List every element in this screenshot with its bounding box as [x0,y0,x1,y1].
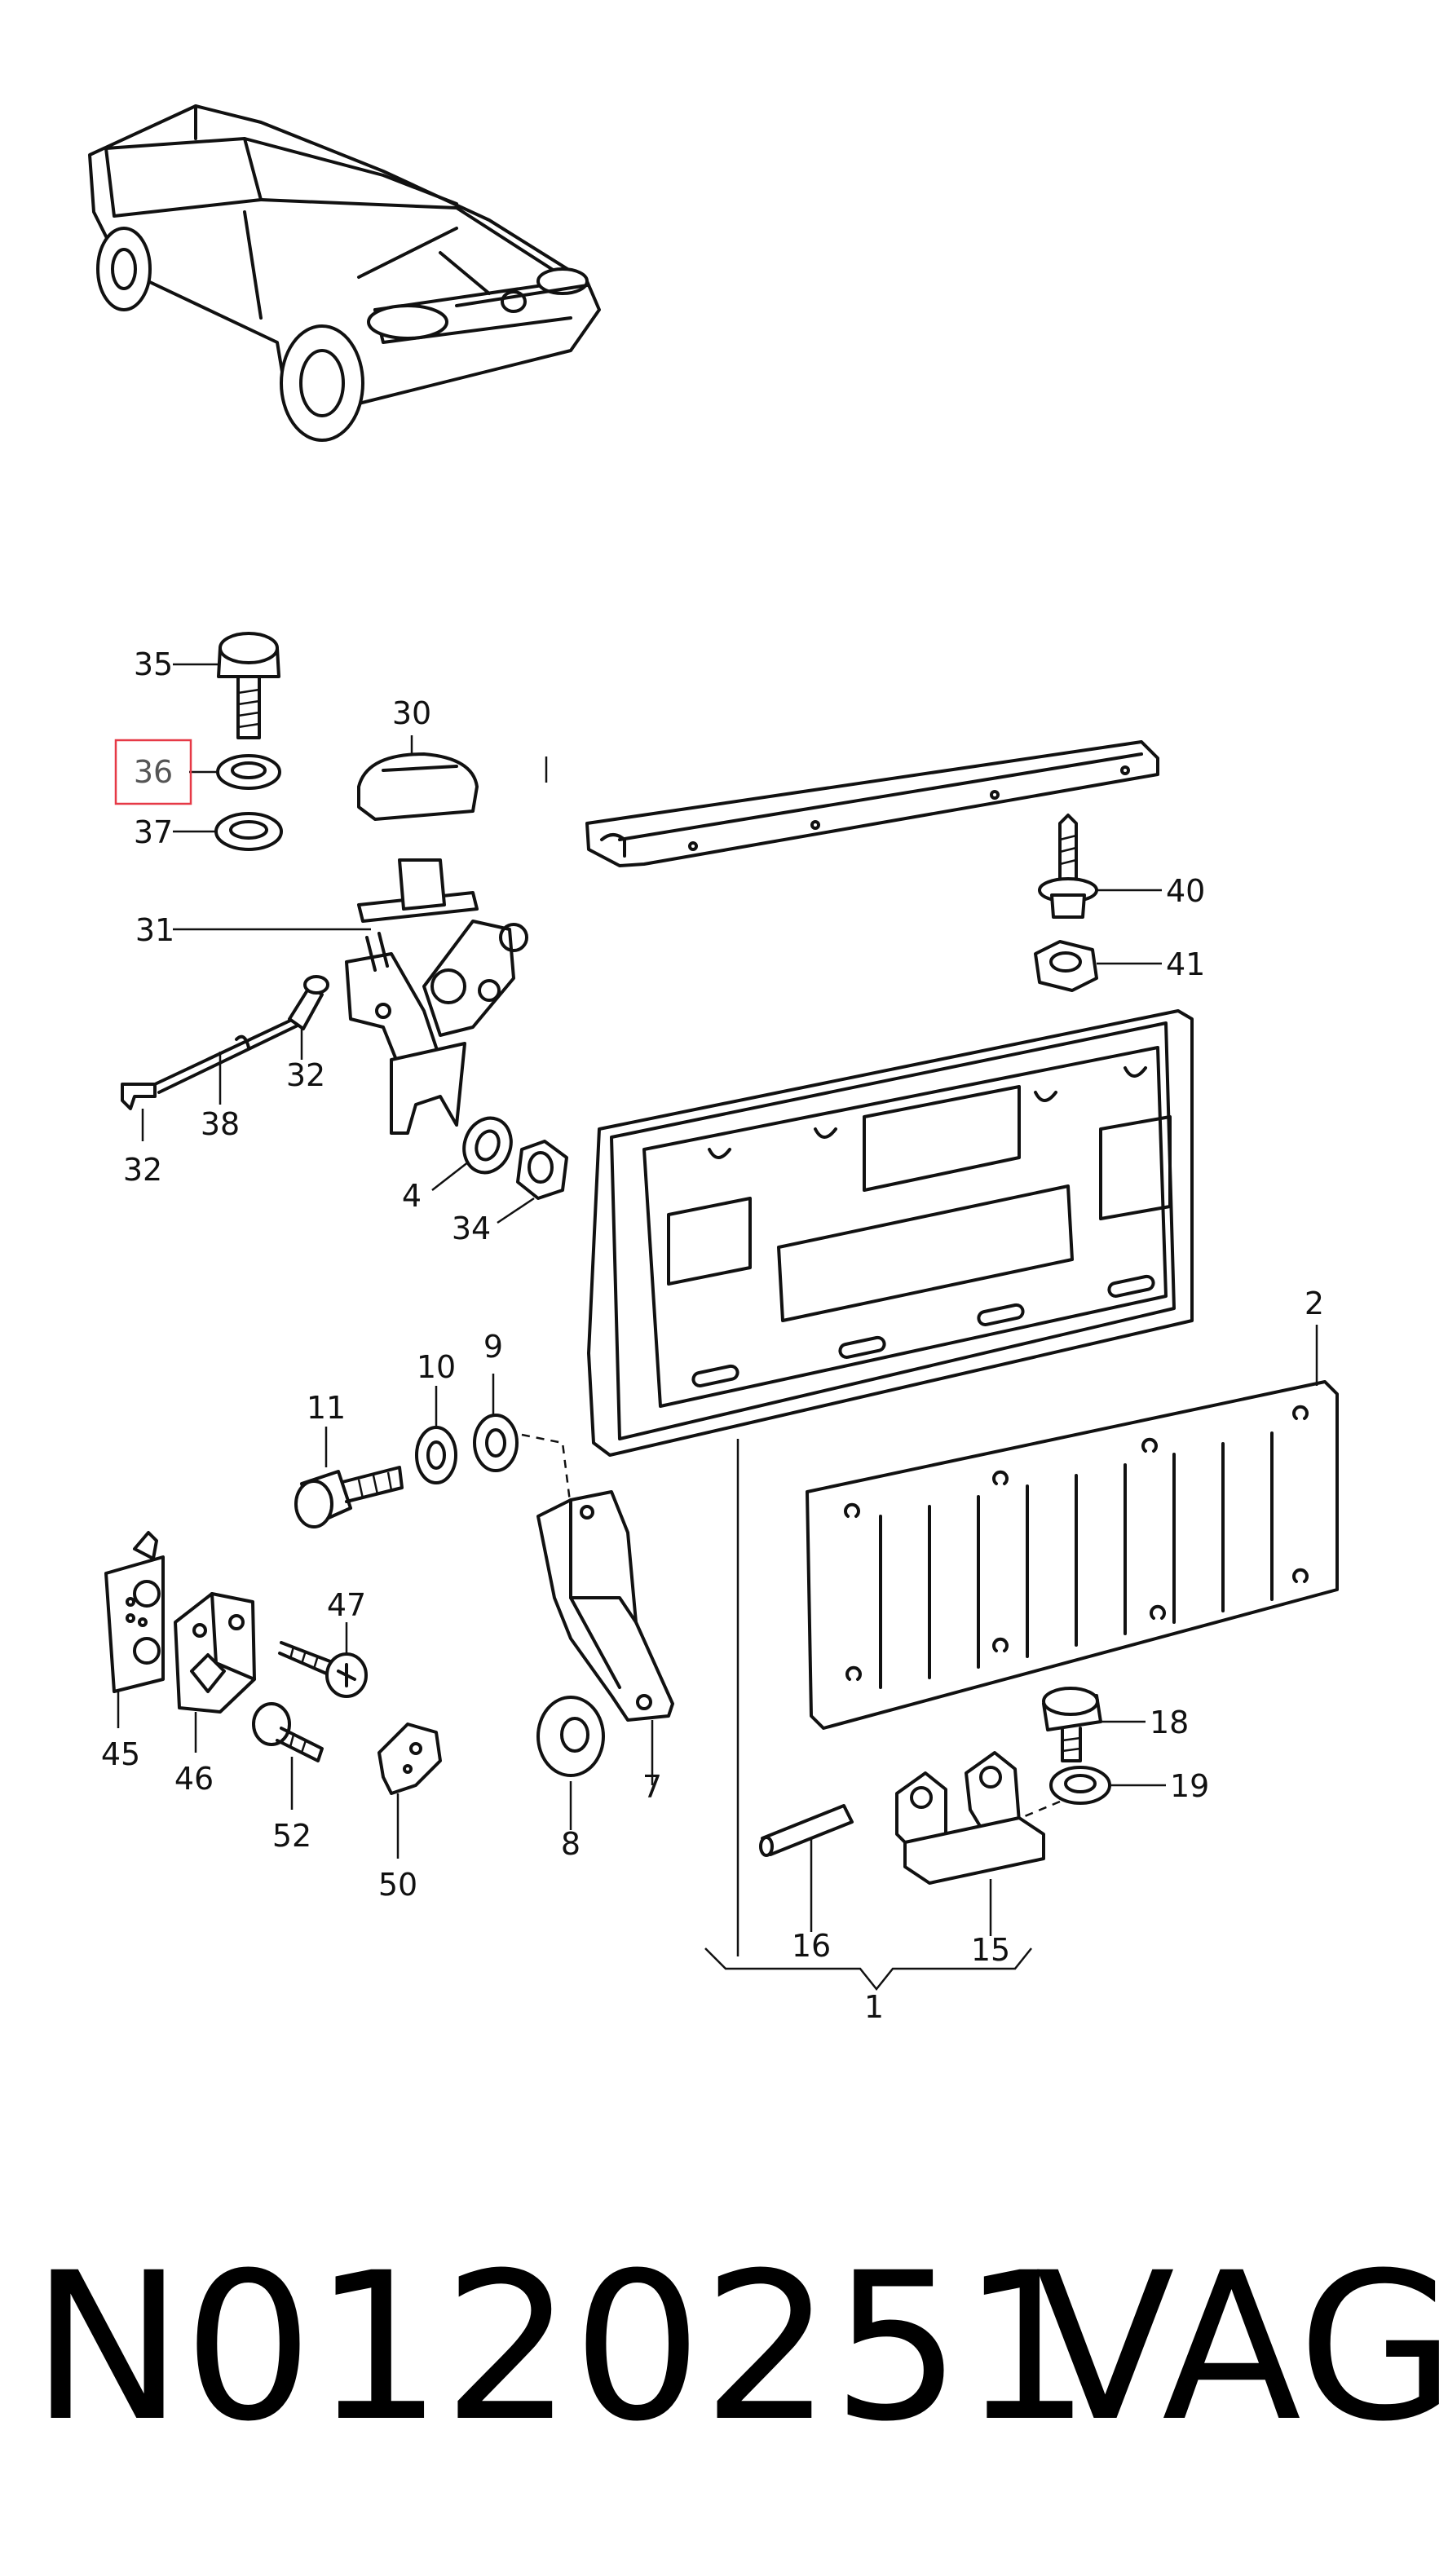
label-2: 2 [1305,1286,1324,1321]
highlight-box-36 [114,739,192,805]
car-illustration [88,104,601,442]
label-47: 47 [327,1587,366,1623]
part-45-striker [104,1531,165,1728]
part-9-washer [473,1374,572,1509]
label-37: 37 [134,814,173,850]
part-18-bolt [1042,1687,1146,1762]
part-46-lock-body [174,1592,256,1753]
label-32-lower: 32 [123,1152,162,1188]
label-46: 46 [174,1761,214,1797]
label-11: 11 [307,1390,346,1426]
label-16: 16 [792,1928,831,1964]
part-19-washer [1010,1766,1166,1824]
label-8: 8 [561,1826,581,1862]
label-52: 52 [272,1818,311,1854]
label-10: 10 [417,1349,456,1385]
label-32-upper: 32 [286,1057,325,1093]
label-35: 35 [134,646,173,682]
part-41-nut [1034,940,1162,992]
label-34: 34 [452,1211,491,1246]
label-4: 4 [402,1178,422,1214]
label-45: 45 [101,1736,140,1772]
label-31: 31 [135,912,174,948]
part-37-washer [173,812,283,851]
part-2-outer-panel [806,1325,1339,1730]
part-10-washer [415,1386,457,1484]
tailgate-inner-panel [587,1009,1194,1457]
part-52-screw [252,1702,324,1810]
label-38: 38 [201,1106,240,1142]
part-38-rod [121,975,329,1141]
group-bracket-1 [704,1947,1032,1992]
label-30: 30 [392,695,431,731]
part-34-nut [497,1140,568,1224]
part-8-buffer [536,1696,605,1830]
part-47-screw [278,1622,368,1698]
part-31-lock [173,858,528,1135]
part-16-pin [759,1804,854,1932]
label-36: 36 [134,754,173,790]
part-11-bolt [294,1427,404,1528]
part-4-washer [431,1116,513,1191]
parts-diagram: 1 2 4 7 8 9 10 11 15 16 18 19 30 31 32 3… [88,104,1339,2025]
part-30-cap [357,735,479,821]
label-19: 19 [1170,1768,1209,1804]
label-50: 50 [378,1867,417,1903]
label-1: 1 [864,1989,884,2025]
part-50-clip [377,1722,442,1859]
part-7-strap [536,1490,674,1785]
part-15-hinge [895,1751,1045,1936]
part-36-washer [189,754,281,790]
brand-name: VAG [1035,2229,1448,2466]
part-35-bolt [173,632,280,739]
label-9: 9 [483,1329,503,1365]
part-number-caption: N0120251 VAG [0,2225,1448,2470]
tailgate-top-rail [545,740,1159,867]
part-40-bolt [1038,814,1162,919]
label-7: 7 [642,1769,662,1805]
label-18: 18 [1150,1705,1189,1740]
label-41: 41 [1166,946,1205,982]
label-15: 15 [971,1932,1010,1968]
part-number: N0120251 [31,2229,1092,2466]
label-40: 40 [1166,873,1205,909]
